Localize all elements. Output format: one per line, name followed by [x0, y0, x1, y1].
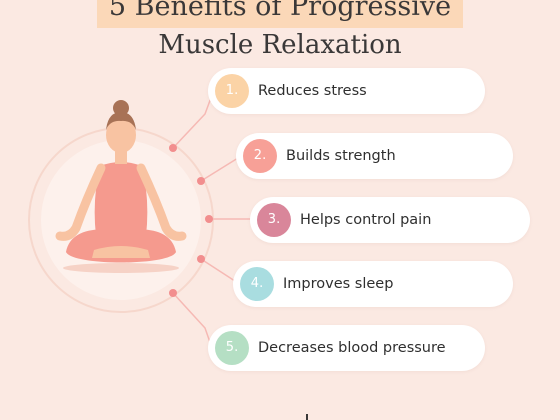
benefit-5-number-badge: 5. — [215, 331, 249, 365]
connector-dots — [169, 144, 213, 297]
benefit-4-number-badge: 4. — [240, 267, 274, 301]
title-block: 5 Benefits of Progressive Muscle Relaxat… — [0, 0, 560, 60]
benefit-item-2: 2. Builds strength — [236, 133, 513, 179]
benefit-item-3: 3. Helps control pain — [250, 197, 530, 243]
benefit-item-5: 5. Decreases blood pressure — [208, 325, 485, 371]
benefit-2-label: Builds strength — [286, 148, 396, 164]
bottom-mark — [306, 414, 308, 420]
benefit-1-label: Reduces stress — [258, 83, 367, 99]
meditating-figure — [55, 100, 187, 273]
title-line-1: 5 Benefits of Progressive — [97, 0, 463, 28]
benefit-1-number-badge: 1. — [215, 74, 249, 108]
benefit-2-number-badge: 2. — [243, 139, 277, 173]
benefit-item-4: 4. Improves sleep — [233, 261, 513, 307]
benefit-3-number-badge: 3. — [257, 203, 291, 237]
benefit-item-1: 1. Reduces stress — [208, 68, 485, 114]
benefit-5-label: Decreases blood pressure — [258, 340, 446, 356]
benefit-3-label: Helps control pain — [300, 212, 432, 228]
benefit-4-label: Improves sleep — [283, 276, 394, 292]
title-line-2: Muscle Relaxation — [158, 30, 402, 60]
